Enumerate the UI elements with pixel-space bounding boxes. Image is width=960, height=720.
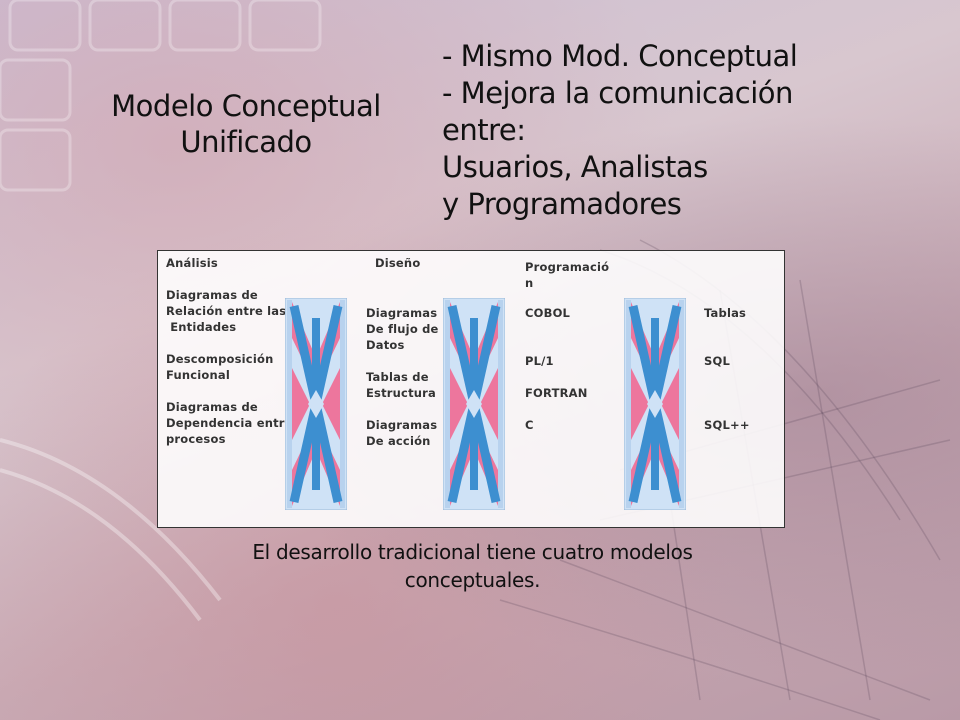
diseno-item-3: Diagramas De acción xyxy=(366,418,438,448)
connector-edge-right xyxy=(498,300,503,508)
analisis-item-2: Descomposición Funcional xyxy=(166,352,274,382)
datos-item-3: SQL++ xyxy=(704,418,750,432)
analisis-item-3: Diagramas de Dependencia entre procesos xyxy=(166,400,293,446)
connector-center-diamond xyxy=(466,390,482,418)
connector-pink-shape-4 xyxy=(322,368,340,440)
benefit-line-3: entre: xyxy=(442,113,526,147)
connector-edge-left xyxy=(287,300,292,508)
connector-pink-shape-3 xyxy=(450,368,468,440)
models-diagram: Análisis Diagramas de Relación entre las… xyxy=(157,250,785,528)
analisis-item-1: Diagramas de Relación entre las Entidade… xyxy=(166,288,287,334)
connector-analisis-diseno xyxy=(285,298,347,510)
slide-title: Modelo Conceptual Unificado xyxy=(96,88,396,160)
title-line-2: Unificado xyxy=(180,125,312,159)
benefit-line-4: Usuarios, Analistas xyxy=(442,150,708,184)
connector-pink-shape-3 xyxy=(292,368,310,440)
benefit-line-5: y Programadores xyxy=(442,187,682,221)
connector-center-diamond xyxy=(308,390,324,418)
programacion-item-4: C xyxy=(525,418,534,432)
slide-caption: El desarrollo tradicional tiene cuatro m… xyxy=(200,538,745,594)
programacion-heading: Programació n xyxy=(525,260,610,290)
programacion-item-3: FORTRAN xyxy=(525,386,588,400)
datos-item-1: Tablas xyxy=(704,306,747,320)
connector-edge-left xyxy=(626,300,631,508)
benefit-line-2: - Mejora la comunicación xyxy=(442,76,793,110)
programacion-item-1: COBOL xyxy=(525,306,571,320)
datos-item-2: SQL xyxy=(704,354,730,368)
diseno-item-1: Diagramas De flujo de Datos xyxy=(366,306,439,352)
programacion-item-2: PL/1 xyxy=(525,354,554,368)
connector-pink-shape-4 xyxy=(480,368,498,440)
connector-pink-shape-3 xyxy=(631,368,649,440)
diseno-item-2: Tablas de Estructura xyxy=(366,370,436,400)
connector-center-diamond xyxy=(647,390,663,418)
connector-edge-right xyxy=(340,300,345,508)
connector-diseno-programacion xyxy=(443,298,505,510)
caption-line-2: conceptuales. xyxy=(404,568,541,592)
diseno-heading: Diseño xyxy=(375,256,421,270)
connector-edge-right xyxy=(679,300,684,508)
analisis-heading: Análisis xyxy=(166,256,218,270)
connector-programacion-datos xyxy=(624,298,686,510)
benefits-list: - Mismo Mod. Conceptual - Mejora la comu… xyxy=(442,38,922,223)
benefit-line-1: - Mismo Mod. Conceptual xyxy=(442,39,798,73)
connector-pink-shape-4 xyxy=(661,368,679,440)
title-line-1: Modelo Conceptual xyxy=(111,89,381,123)
caption-line-1: El desarrollo tradicional tiene cuatro m… xyxy=(252,540,693,564)
connector-edge-left xyxy=(445,300,450,508)
